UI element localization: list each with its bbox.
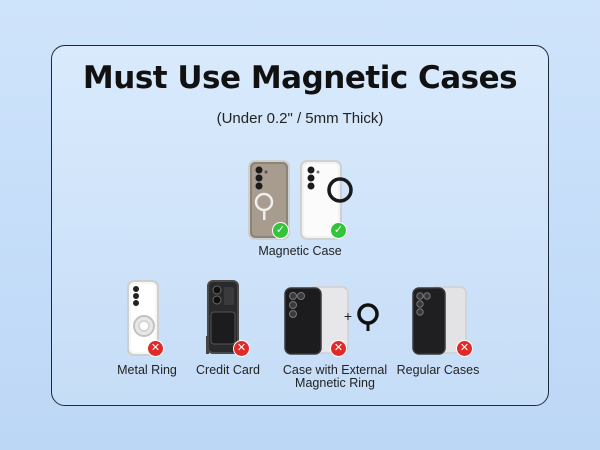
check-icon: ✓ xyxy=(330,222,347,239)
credit-card-phone-icon xyxy=(206,280,239,354)
magnetic-case-phone-clear-icon xyxy=(300,160,353,240)
external-ring-label-line1: Case with External xyxy=(282,363,388,377)
cross-icon: ✕ xyxy=(147,340,164,357)
magnetic-ring-icon xyxy=(357,303,379,331)
external-ring-phones-icon xyxy=(284,286,349,355)
check-icon: ✓ xyxy=(272,222,289,239)
cross-icon: ✕ xyxy=(233,340,250,357)
regular-case-phones-icon xyxy=(412,286,467,355)
cross-icon: ✕ xyxy=(456,340,473,357)
credit-card-label: Credit Card xyxy=(196,363,260,377)
magnetic-case-phone-gray-icon xyxy=(248,160,290,240)
page-subtitle: (Under 0.2" / 5mm Thick) xyxy=(216,110,384,127)
magnetic-case-label: Magnetic Case xyxy=(258,244,342,258)
page-title: Must Use Magnetic Cases xyxy=(82,60,518,96)
metal-ring-label: Metal Ring xyxy=(117,363,177,377)
cross-icon: ✕ xyxy=(330,340,347,357)
regular-cases-label: Regular Cases xyxy=(396,363,480,377)
external-ring-label-line2: Magnetic Ring xyxy=(295,376,375,390)
plus-sign: + xyxy=(343,308,353,324)
metal-ring-phone-icon xyxy=(127,280,159,356)
